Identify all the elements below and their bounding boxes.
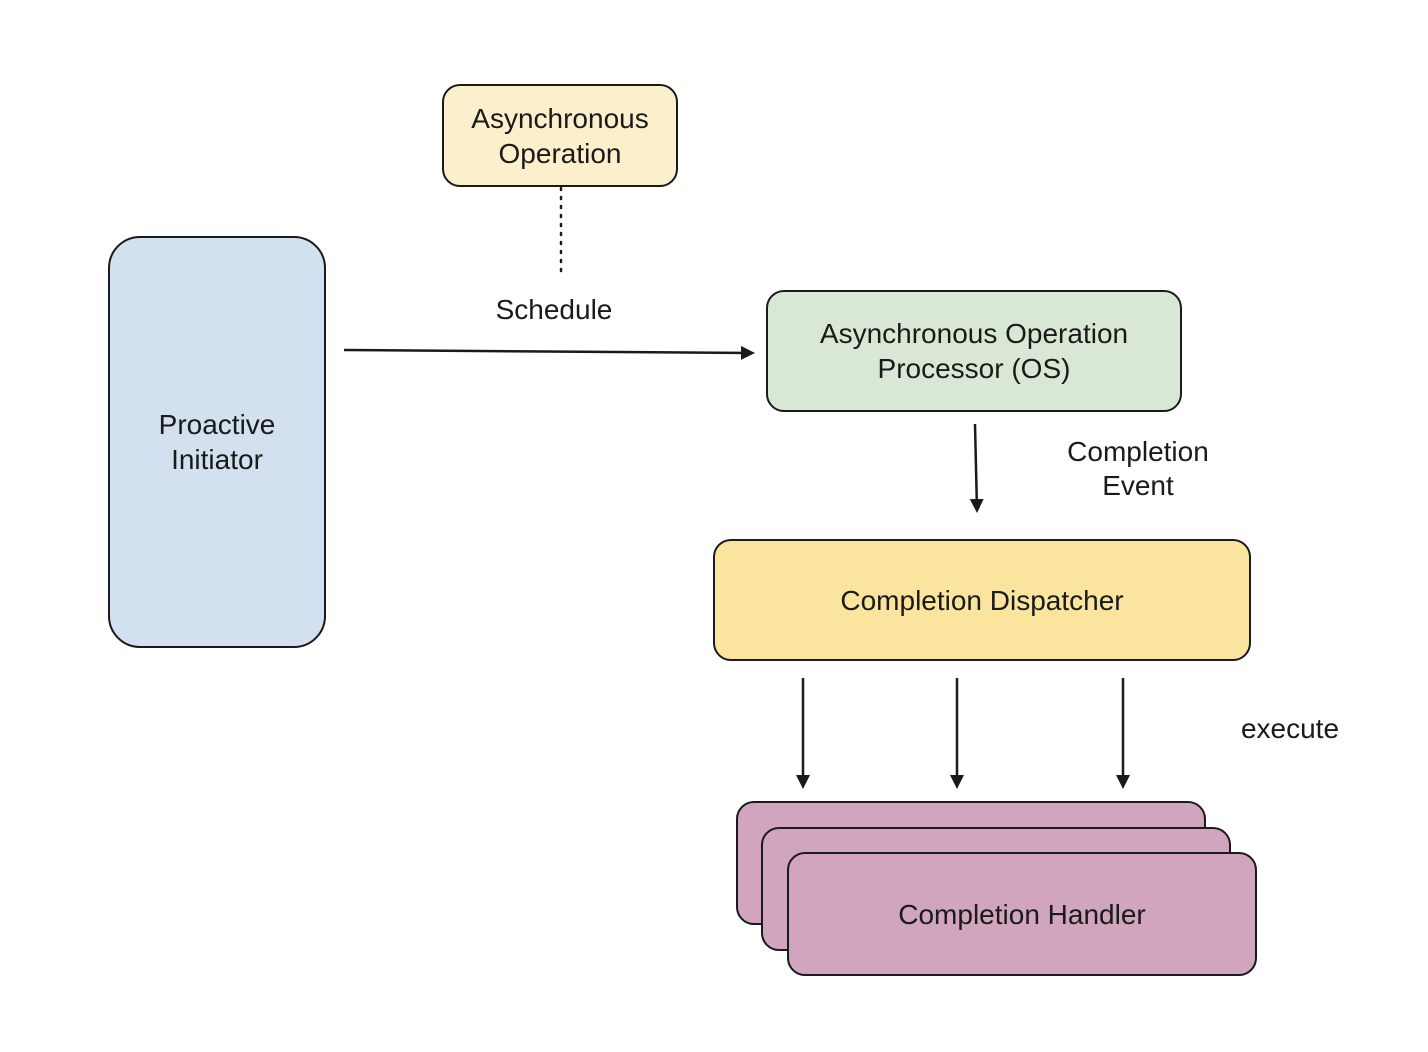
completion-event-label: Completion Event [1048, 435, 1228, 503]
proactive-initiator-label-line1: Proactive [158, 409, 276, 440]
proactive-initiator-label-line2: Initiator [171, 444, 263, 475]
completion-event-label-line2: Event [1102, 470, 1174, 501]
proactive-initiator-node: Proactive Initiator [108, 236, 326, 648]
schedule-arrow [343, 345, 755, 360]
async-operation-processor-node: Asynchronous Operation Processor (OS) [766, 290, 1182, 412]
async-operation-label-line2: Operation [498, 137, 622, 169]
schedule-label: Schedule [495, 294, 613, 325]
async-operation-label-line1: Asynchronous [471, 102, 649, 134]
completion-event-label-line1: Completion [1067, 436, 1209, 467]
completion-handler-label: Completion Handler [898, 898, 1146, 930]
completion-event-arrow [969, 423, 984, 513]
processor-label-line1: Asynchronous Operation [819, 318, 1129, 349]
completion-handler-node: Completion Handler [787, 852, 1257, 976]
completion-dispatcher-node: Completion Dispatcher [713, 539, 1251, 661]
completion-dispatcher-label: Completion Dispatcher [840, 584, 1124, 616]
processor-label-line2: Processor (OS) [877, 353, 1071, 384]
async-operation-node: Asynchronous Operation [442, 84, 678, 187]
execute-label: execute [1240, 713, 1340, 744]
